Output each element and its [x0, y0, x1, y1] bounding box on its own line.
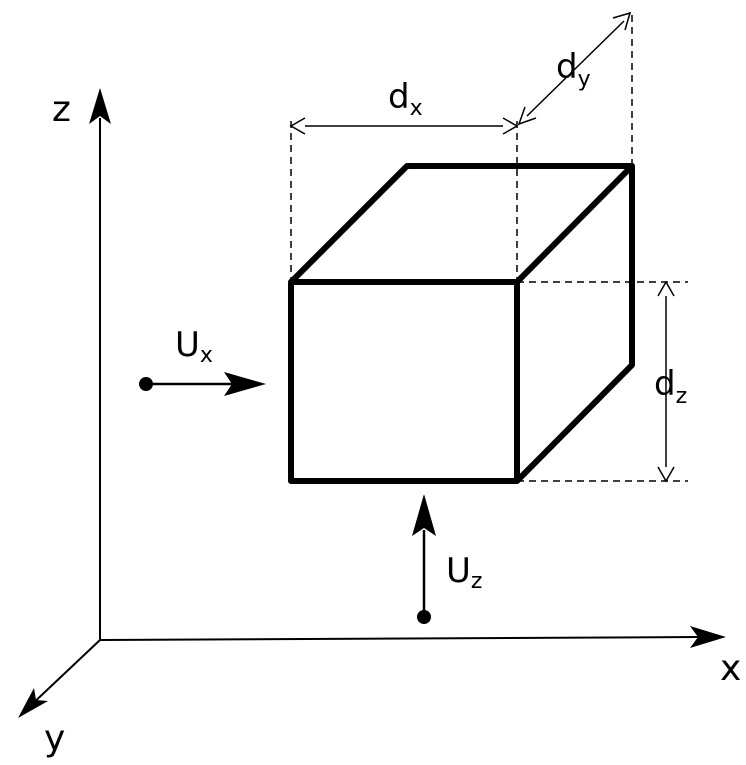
dx-label-sub: x — [410, 96, 423, 121]
uz-label: Uz — [446, 551, 482, 594]
velocity-arrows — [139, 372, 436, 624]
x-axis-line — [99, 636, 701, 641]
y-axis-line — [27, 639, 101, 709]
dz-label-sub: z — [676, 384, 688, 409]
dz-label: dz — [654, 364, 687, 409]
uz-arrowhead — [412, 494, 436, 536]
dimension-extension-lines — [290, 12, 688, 482]
dx-label: dx — [388, 77, 423, 121]
control-volume-cube — [288, 163, 635, 484]
dz-arrowhead-bottom — [657, 466, 675, 483]
dx-arrowhead-left — [289, 117, 306, 135]
z-axis-arrowhead — [89, 88, 111, 124]
z-axis-label: z — [52, 89, 71, 130]
dimension-labels: dx dy dz — [388, 47, 687, 409]
dz-label-base: d — [654, 364, 676, 404]
uz-label-sub: z — [471, 569, 483, 594]
cube-side-face-edges — [514, 166, 635, 484]
x-axis-label: x — [720, 648, 741, 689]
dimension-arrows — [289, 11, 675, 483]
uz-label-base: U — [446, 551, 471, 591]
ux-label: Ux — [175, 325, 213, 368]
ux-arrowhead — [224, 372, 266, 396]
ux-label-base: U — [175, 325, 200, 365]
dz-arrowhead-top — [657, 280, 675, 297]
dy-arrow-line — [526, 20, 625, 117]
y-axis-arrowhead — [18, 688, 48, 718]
dx-label-base: d — [388, 77, 410, 117]
x-axis-arrowhead — [690, 626, 726, 648]
cube-front-face — [288, 279, 520, 484]
dy-label-sub: y — [578, 67, 591, 92]
dy-arrowhead-back — [612, 11, 632, 31]
dy-label-base: d — [556, 47, 578, 87]
cube-top-face-edges — [288, 163, 635, 285]
dy-arrowhead-front — [517, 106, 537, 126]
dy-label: dy — [556, 47, 591, 92]
velocity-labels: Ux Uz — [175, 325, 482, 594]
ux-label-sub: x — [200, 343, 213, 368]
coordinate-axes: z x y — [18, 88, 741, 759]
y-axis-label: y — [44, 718, 65, 759]
dx-arrowhead-right — [502, 117, 519, 135]
